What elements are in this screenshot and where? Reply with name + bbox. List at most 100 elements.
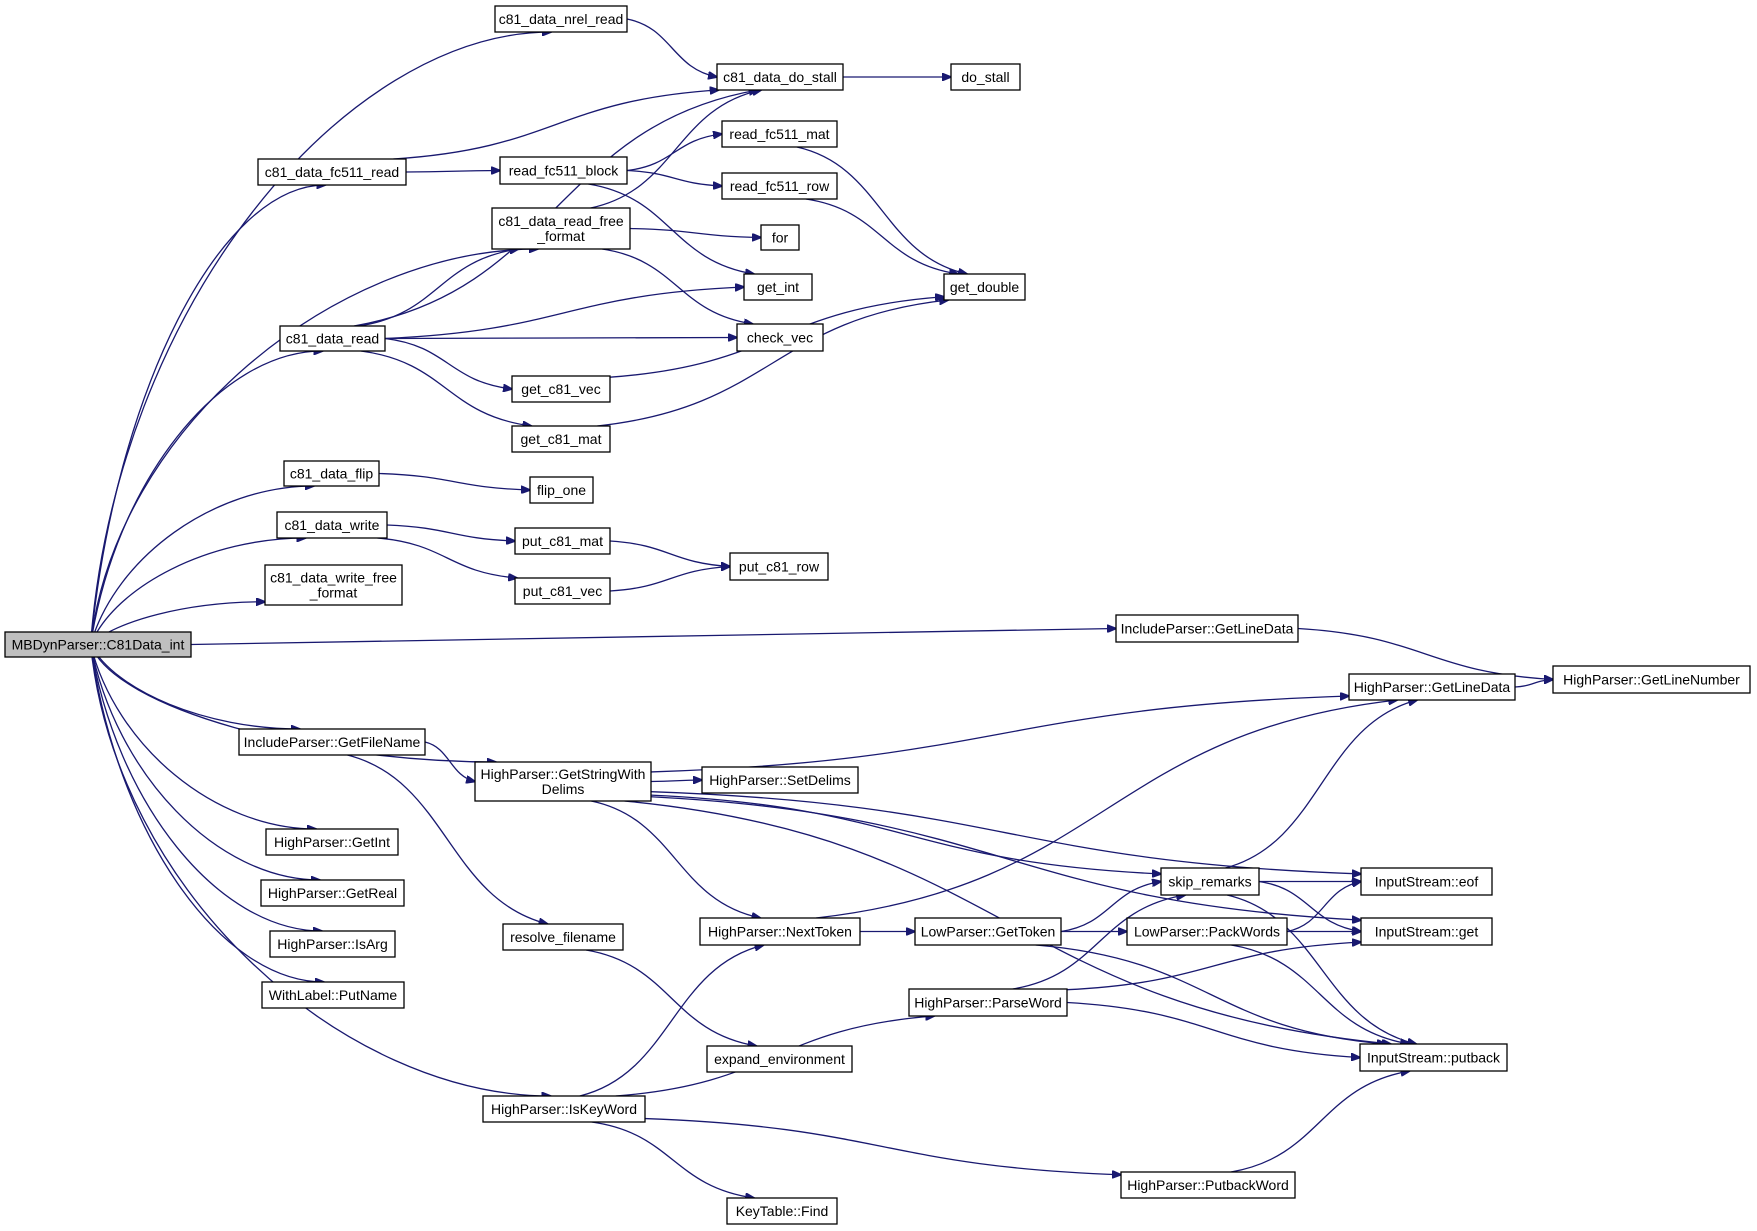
node-withlabel-putname[interactable]: WithLabel::PutName: [261, 981, 405, 1009]
edge-read_fc511_block-to-read_fc511_row: [626, 169, 722, 187]
node-do-stall-c81[interactable]: c81_data_do_stall: [716, 63, 844, 91]
node-hp-putbackword[interactable]: HighParser::PutbackWord: [1120, 1171, 1296, 1199]
node-put-c81-mat[interactable]: put_c81_mat: [514, 527, 611, 555]
edge-skip_remarks-to-hp_getlinedata: [1225, 700, 1417, 869]
edge-get_c81_mat-to-get_double: [597, 300, 948, 427]
edge-root-to-fc511_read: [89, 185, 326, 645]
node-hp-setdelims[interactable]: HighParser::SetDelims: [701, 766, 859, 794]
node-read-free-format[interactable]: c81_data_read_free_format: [491, 207, 631, 250]
node-put-c81-vec[interactable]: put_c81_vec: [514, 577, 611, 605]
node-read-fc511-block[interactable]: read_fc511_block: [499, 156, 628, 185]
node-ip-getlinedata[interactable]: IncludeParser::GetLineData: [1115, 614, 1299, 643]
edge-hp_getstringwithdelims-to-hp_getlinedata: [650, 696, 1349, 773]
node-data-read[interactable]: c81_data_read: [279, 325, 386, 352]
node-box: [1360, 917, 1493, 946]
node-get-c81-vec[interactable]: get_c81_vec: [511, 375, 611, 403]
node-label: _format: [536, 228, 585, 244]
edge-data_write-to-put_c81_mat: [386, 524, 515, 541]
node-keytable-find[interactable]: KeyTable::Find: [726, 1197, 838, 1225]
node-do-stall[interactable]: do_stall: [950, 63, 1021, 91]
node-label: expand_environment: [714, 1051, 845, 1067]
node-box: [511, 375, 611, 403]
node-is-get[interactable]: InputStream::get: [1360, 917, 1493, 946]
edge-ip_getfilename-to-hp_getstringwithdelims: [424, 741, 475, 782]
node-root[interactable]: MBDynParser::C81Data_int: [4, 631, 192, 658]
edge-root-to-hp_isarg: [89, 644, 322, 932]
node-hp-getreal[interactable]: HighParser::GetReal: [260, 879, 405, 907]
edge-root-to-data_write: [89, 538, 306, 645]
edge-hp_iskeyword-to-keytable_find: [591, 1121, 754, 1198]
edge-read_fc511_block-to-read_fc511_mat: [626, 134, 722, 172]
node-data-write[interactable]: c81_data_write: [276, 511, 388, 539]
node-hp-getlinedata[interactable]: HighParser::GetLineData: [1348, 673, 1516, 701]
node-label: for: [772, 230, 789, 246]
node-label: skip_remarks: [1168, 874, 1251, 890]
node-hp-getlinenumber[interactable]: HighParser::GetLineNumber: [1552, 665, 1751, 694]
node-hp-isarg[interactable]: HighParser::IsArg: [269, 930, 396, 958]
nodes-layer: MBDynParser::C81Data_int c81_data_nrel_re…: [4, 5, 1751, 1225]
node-label: HighParser::ParseWord: [914, 995, 1062, 1011]
edge-lp_gettoken-to-is_putback: [1035, 944, 1386, 1044]
node-put-c81-row[interactable]: put_c81_row: [729, 552, 829, 581]
edge-hp_nexttoken-to-hp_getlinedata: [815, 700, 1397, 919]
node-label: LowParser::PackWords: [1134, 924, 1280, 940]
node-read-fc511-mat[interactable]: read_fc511_mat: [721, 120, 838, 148]
node-label: read_fc511_block: [509, 163, 619, 179]
node-label: c81_data_do_stall: [723, 69, 837, 85]
node-is-eof[interactable]: InputStream::eof: [1360, 867, 1493, 896]
node-box: [260, 879, 405, 907]
node-box: [1160, 867, 1260, 896]
node-check-vec[interactable]: check_vec: [736, 323, 824, 352]
node-box: [257, 158, 407, 186]
node-expand-environment[interactable]: expand_environment: [706, 1045, 853, 1073]
edges-layer: [89, 18, 1553, 1198]
edge-hp_getstringwithdelims-to-hp_setdelims: [650, 780, 702, 782]
node-skip-remarks[interactable]: skip_remarks: [1160, 867, 1260, 896]
node-label: HighParser::IsKeyWord: [491, 1101, 637, 1117]
node-lp-gettoken[interactable]: LowParser::GetToken: [914, 917, 1062, 946]
node-hp-iskeyword[interactable]: HighParser::IsKeyWord: [482, 1095, 646, 1123]
edge-hp_getstringwithdelims-to-is_get: [650, 796, 1361, 920]
edge-root-to-data_flip: [89, 486, 314, 645]
node-get-c81-mat[interactable]: get_c81_mat: [511, 425, 611, 453]
node-data-flip[interactable]: c81_data_flip: [283, 460, 380, 487]
node-is-putback[interactable]: InputStream::putback: [1359, 1043, 1508, 1072]
node-resolve-filename[interactable]: resolve_filename: [502, 923, 624, 951]
node-hp-nexttoken[interactable]: HighParser::NextToken: [699, 917, 861, 946]
edge-read_free_format-to-for: [629, 227, 761, 238]
node-box: [511, 425, 611, 453]
edge-data_read-to-get_c81_mat: [360, 350, 532, 426]
edge-hp_iskeyword-to-hp_putbackword: [644, 1117, 1121, 1175]
node-lp-packwords[interactable]: LowParser::PackWords: [1126, 917, 1288, 946]
node-get-int[interactable]: get_int: [743, 273, 813, 301]
node-fc511-read[interactable]: c81_data_fc511_read: [257, 158, 407, 186]
edge-hp_parseword-to-skip_remarks: [1012, 895, 1185, 990]
node-box: [264, 564, 403, 606]
node-hp-getint[interactable]: HighParser::GetInt: [265, 828, 399, 856]
edge-read_free_format-to-check_vec: [602, 248, 753, 324]
node-box: [1348, 673, 1516, 701]
node-write-free-format[interactable]: c81_data_write_free_format: [264, 564, 403, 606]
node-box: [502, 923, 624, 951]
node-ip-getfilename[interactable]: IncludeParser::GetFileName: [238, 728, 426, 756]
node-box: [482, 1095, 646, 1123]
node-box: [729, 552, 829, 581]
node-nrel-read[interactable]: c81_data_nrel_read: [494, 5, 628, 33]
node-label: MBDynParser::C81Data_int: [12, 637, 185, 653]
node-label: get_c81_mat: [521, 431, 602, 447]
node-box: [736, 323, 824, 352]
node-get-double[interactable]: get_double: [943, 273, 1026, 301]
node-flip-one[interactable]: flip_one: [529, 476, 594, 504]
node-label: IncludeParser::GetLineData: [1121, 621, 1294, 637]
node-hp-parseword[interactable]: HighParser::ParseWord: [908, 988, 1068, 1017]
edge-lp_packwords-to-is_putback: [1231, 944, 1409, 1044]
node-box: [494, 5, 628, 33]
node-label: HighParser::IsArg: [277, 936, 387, 952]
node-read-fc511-row[interactable]: read_fc511_row: [721, 172, 838, 200]
node-for[interactable]: for: [760, 224, 800, 251]
node-box: [529, 476, 594, 504]
edge-hp_getlinedata-to-hp_getlinenumber: [1514, 680, 1553, 688]
edge-put_c81_vec-to-put_c81_row: [609, 567, 730, 592]
